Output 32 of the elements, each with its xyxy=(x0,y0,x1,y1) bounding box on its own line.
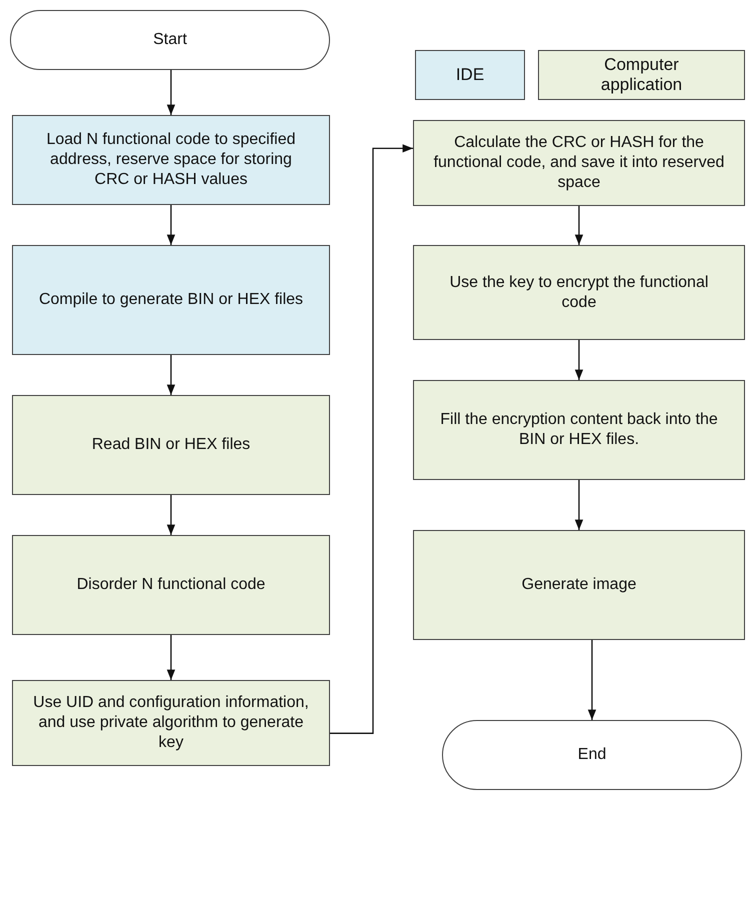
process-box xyxy=(413,245,745,340)
process-box xyxy=(12,535,330,635)
node-text: End xyxy=(578,745,606,765)
process-box xyxy=(12,680,330,766)
node-text: Read BIN or HEX files xyxy=(92,435,250,455)
arrow xyxy=(166,355,176,395)
arrow xyxy=(574,206,584,245)
arrow xyxy=(574,340,584,380)
legend-label: IDE xyxy=(456,64,484,86)
arrow xyxy=(166,70,176,115)
process-box xyxy=(413,530,745,640)
node-text: Use the key to encrypt the functional code xyxy=(448,272,710,312)
process-box xyxy=(12,115,330,205)
node-text: Compile to generate BIN or HEX files xyxy=(38,290,304,310)
arrow xyxy=(330,144,413,734)
node-text: Generate image xyxy=(522,575,636,595)
node-text: Use UID and configuration information, and use private algorithm to generate key xyxy=(32,693,310,753)
process-box xyxy=(12,395,330,495)
node-text: Load N functional code to specified address, reserve space for storing CRC or HASH values xyxy=(45,130,297,190)
arrow xyxy=(166,495,176,535)
node-text: Start xyxy=(153,30,187,50)
legend-label: Computer application xyxy=(600,54,684,96)
process-box xyxy=(413,380,745,480)
arrow xyxy=(574,480,584,530)
node-text: Fill the encryption content back into the BIN or HEX files. xyxy=(439,410,719,450)
arrow xyxy=(166,635,176,680)
node-text: Calculate the CRC or HASH for the functional code, and save it into reserved space xyxy=(432,133,726,193)
process-box xyxy=(12,245,330,355)
node-text: Disorder N functional code xyxy=(76,575,266,595)
arrow xyxy=(588,640,596,720)
arrow xyxy=(166,205,176,245)
process-box xyxy=(413,120,745,206)
